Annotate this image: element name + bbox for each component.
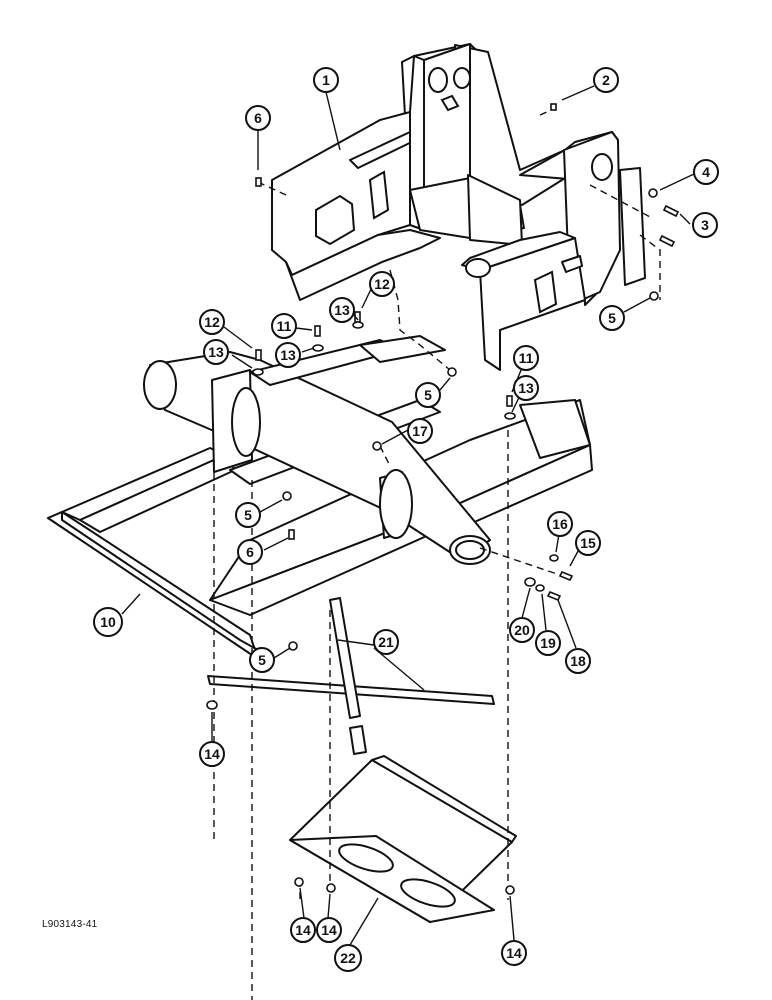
svg-text:5: 5 <box>424 387 432 403</box>
callout-13-left: 13 <box>203 339 229 365</box>
callout-6-lower: 6 <box>237 539 263 565</box>
svg-text:11: 11 <box>277 318 292 334</box>
callout-5-center: 5 <box>415 382 441 408</box>
callout-14-bottom-left: 14 <box>290 917 316 943</box>
callout-15: 15 <box>575 530 601 556</box>
callout-2: 2 <box>593 67 619 93</box>
svg-text:14: 14 <box>204 746 220 762</box>
callout-13-right: 13 <box>513 375 539 401</box>
svg-text:6: 6 <box>246 544 254 560</box>
svg-text:10: 10 <box>100 614 116 630</box>
callout-14-bottom-mid: 14 <box>316 917 342 943</box>
svg-text:12: 12 <box>204 314 220 330</box>
svg-text:16: 16 <box>552 516 568 532</box>
svg-text:13: 13 <box>208 344 224 360</box>
svg-text:13: 13 <box>334 302 350 318</box>
svg-text:1: 1 <box>322 72 330 88</box>
upper-frame <box>271 43 646 371</box>
callout-11-right: 11 <box>513 345 539 371</box>
svg-text:22: 22 <box>340 950 356 966</box>
svg-text:13: 13 <box>518 380 534 396</box>
hardware <box>206 103 680 895</box>
svg-text:12: 12 <box>374 276 390 292</box>
callouts: 1 2 3 4 5 5 5 5 6 6 10 11 11 12 12 13 13… <box>93 67 719 972</box>
callout-20: 20 <box>509 617 535 643</box>
callout-10: 10 <box>93 607 123 637</box>
callout-19: 19 <box>535 630 561 656</box>
callout-5-left: 5 <box>235 502 261 528</box>
callout-18: 18 <box>565 648 591 674</box>
svg-text:6: 6 <box>254 110 262 126</box>
callout-11-upper: 11 <box>271 313 297 339</box>
callout-3: 3 <box>692 212 718 238</box>
svg-text:4: 4 <box>702 164 710 180</box>
svg-text:14: 14 <box>295 922 311 938</box>
brace-rods <box>207 597 495 755</box>
callout-4: 4 <box>693 159 719 185</box>
svg-text:17: 17 <box>412 423 428 439</box>
callout-13-center: 13 <box>329 297 355 323</box>
callout-13-mid: 13 <box>275 342 301 368</box>
svg-text:20: 20 <box>514 622 530 638</box>
svg-text:15: 15 <box>580 535 596 551</box>
svg-text:11: 11 <box>519 350 534 366</box>
svg-text:2: 2 <box>602 72 610 88</box>
lower-frame <box>47 335 593 656</box>
svg-text:3: 3 <box>701 217 709 233</box>
svg-text:19: 19 <box>540 635 556 651</box>
callout-1: 1 <box>313 67 339 93</box>
svg-text:18: 18 <box>570 653 586 669</box>
svg-text:5: 5 <box>244 507 252 523</box>
callout-16: 16 <box>547 511 573 537</box>
callout-12-center: 12 <box>369 271 395 297</box>
callout-22: 22 <box>334 944 362 972</box>
callout-5-lower: 5 <box>249 647 275 673</box>
callout-17: 17 <box>407 418 433 444</box>
figure-id-label: L903143-41 <box>42 919 98 930</box>
callout-21: 21 <box>373 629 399 655</box>
callout-6-upper: 6 <box>245 105 271 131</box>
callout-14-left: 14 <box>199 741 225 767</box>
callout-14-bottom-right: 14 <box>501 940 527 966</box>
svg-text:5: 5 <box>608 310 616 326</box>
svg-text:14: 14 <box>321 922 337 938</box>
callout-12-left: 12 <box>199 309 225 335</box>
svg-text:14: 14 <box>506 945 522 961</box>
svg-text:21: 21 <box>378 634 394 650</box>
svg-text:5: 5 <box>258 652 266 668</box>
callout-5-upper-right: 5 <box>599 305 625 331</box>
alignment-lines <box>213 107 661 1000</box>
svg-text:13: 13 <box>280 347 296 363</box>
skid-plate <box>289 755 517 923</box>
